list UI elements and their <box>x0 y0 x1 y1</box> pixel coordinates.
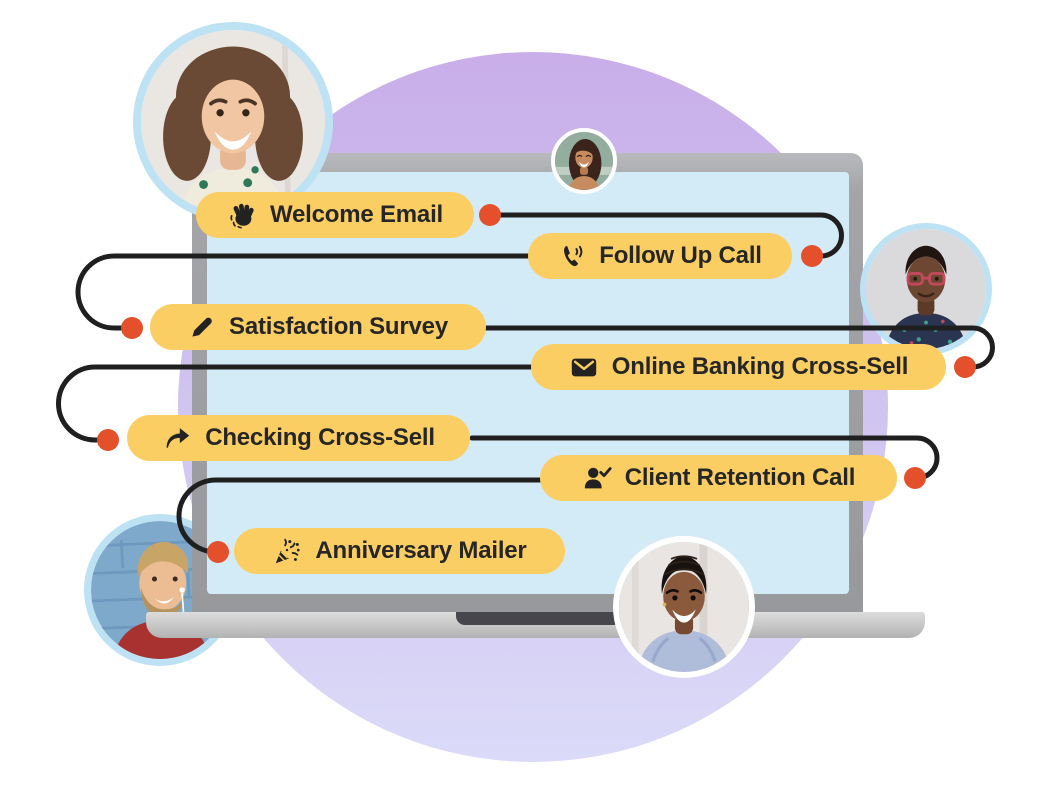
journey-step-client-retention-call: Client Retention Call <box>540 455 897 501</box>
journey-step-label: Welcome Email <box>269 201 444 228</box>
curly-hair-woman-illustration <box>141 30 325 214</box>
connector-dot <box>121 317 143 339</box>
party-popper-icon <box>276 538 300 564</box>
journey-step-label: Checking Cross-Sell <box>205 424 435 451</box>
journey-step-label: Follow Up Call <box>599 242 762 269</box>
connector-dot <box>97 429 119 451</box>
journey-step-label: Anniversary Mailer <box>315 537 527 564</box>
laptop-base-notch <box>456 612 622 625</box>
avatar-photo-man-with-glasses <box>860 223 992 355</box>
woman-with-braids-illustration <box>619 542 749 672</box>
journey-step-label: Satisfaction Survey <box>229 313 448 340</box>
journey-step-online-banking-cross-sell: Online Banking Cross-Sell <box>531 344 946 390</box>
journey-step-satisfaction-survey: Satisfaction Survey <box>150 304 486 350</box>
phone-call-icon <box>564 245 583 267</box>
journey-step-anniversary-mailer: Anniversary Mailer <box>234 528 565 574</box>
connector-dot <box>904 467 926 489</box>
share-arrow-icon <box>166 428 190 448</box>
connector-dot <box>954 356 976 378</box>
envelope-icon <box>571 358 596 377</box>
avatar-photo-curly-hair-woman <box>133 22 333 222</box>
man-with-glasses-illustration <box>866 229 986 349</box>
journey-step-label: Client Retention Call <box>624 464 856 491</box>
avatar-photo-laughing-woman <box>551 128 617 194</box>
laughing-woman-illustration <box>555 132 613 190</box>
pen-icon <box>192 317 212 337</box>
journey-step-label: Online Banking Cross-Sell <box>611 353 909 380</box>
journey-step-follow-up-call: Follow Up Call <box>528 233 792 279</box>
journey-step-checking-cross-sell: Checking Cross-Sell <box>127 415 470 461</box>
journey-step-welcome-email: Welcome Email <box>196 192 474 238</box>
avatar-photo-woman-with-braids <box>613 536 755 678</box>
waving-hand-icon <box>230 203 254 229</box>
user-check-icon <box>584 467 612 489</box>
